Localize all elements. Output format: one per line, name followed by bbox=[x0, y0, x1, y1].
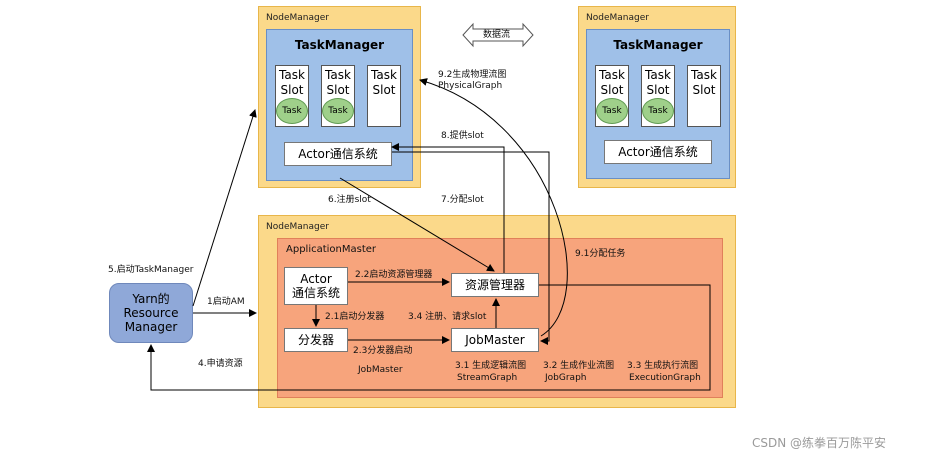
arrow-apply-resources bbox=[147, 284, 711, 391]
slot-label: Task bbox=[691, 68, 717, 82]
actor-comm-box-left: Actor通信系统 bbox=[284, 142, 392, 166]
node-manager-label: NodeManager bbox=[266, 13, 329, 23]
step-3-3-label: 3.3 生成执行流图 bbox=[627, 361, 699, 371]
step-2-3b-label: JobMaster bbox=[358, 365, 403, 375]
step-9-1-label: 9.1分配任务 bbox=[575, 249, 626, 259]
arrow-register-slot bbox=[339, 177, 495, 272]
actor-comm-box-am: Actor 通信系统 bbox=[284, 267, 348, 305]
actor-comm-box-right: Actor通信系统 bbox=[604, 140, 712, 164]
yarn-line: Manager bbox=[124, 320, 178, 334]
arrow-start-taskmanager bbox=[192, 109, 257, 307]
slot-label: Slot bbox=[372, 83, 396, 97]
watermark: CSDN @练拳百万陈平安 bbox=[752, 436, 887, 450]
step-3-3b-label: ExecutionGraph bbox=[629, 373, 701, 383]
node-manager-top-left: NodeManager TaskManager Task Slot Task T… bbox=[258, 6, 421, 188]
yarn-resource-manager: Yarn的 Resource Manager bbox=[109, 283, 193, 343]
yarn-line: Resource bbox=[123, 306, 179, 320]
task-manager-left: TaskManager Task Slot Task Task Slot Tas… bbox=[266, 29, 413, 181]
slot-label: Slot bbox=[326, 83, 350, 97]
task-slot-2: Task Slot Task bbox=[641, 65, 675, 127]
step-2-3-label: 2.3分发器启动 bbox=[353, 346, 413, 356]
node-manager-top-right: NodeManager TaskManager Task Slot Task T… bbox=[578, 6, 736, 188]
node-manager-label: NodeManager bbox=[266, 222, 329, 232]
step-3-2b-label: JobGraph bbox=[545, 373, 587, 383]
step-3-4-label: 3.4 注册、请求slot bbox=[408, 312, 487, 322]
arrow-allocate-slot bbox=[391, 143, 505, 273]
step-6-label: 6.注册slot bbox=[328, 195, 371, 205]
step-9-2-label: 9.2生成物理流图 bbox=[438, 70, 507, 80]
task-slot-3: Task Slot bbox=[687, 65, 721, 127]
slot-label: Task bbox=[599, 68, 625, 82]
task-manager-title: TaskManager bbox=[294, 38, 385, 52]
yarn-line: Yarn的 bbox=[132, 292, 170, 306]
step-3-1b-label: StreamGraph bbox=[457, 373, 518, 383]
data-flow-arrow bbox=[462, 22, 534, 48]
task-node: Task bbox=[642, 98, 674, 124]
slot-label: Slot bbox=[280, 83, 304, 97]
step-3-1-label: 3.1 生成逻辑流图 bbox=[455, 361, 527, 371]
task-slot-1: Task Slot Task bbox=[275, 65, 309, 127]
application-master-label: ApplicationMaster bbox=[286, 244, 377, 255]
step-5-label: 5.启动TaskManager bbox=[108, 265, 194, 275]
task-slot-1: Task Slot Task bbox=[595, 65, 629, 127]
task-slot-2: Task Slot Task bbox=[321, 65, 355, 127]
slot-label: Task bbox=[325, 68, 351, 82]
application-master: ApplicationMaster bbox=[277, 238, 723, 398]
slot-label: Slot bbox=[692, 83, 716, 97]
task-manager-title: TaskManager bbox=[613, 38, 703, 52]
dispatcher-box: 分发器 bbox=[284, 328, 348, 352]
task-manager-right: TaskManager Task Slot Task Task Slot Tas… bbox=[586, 29, 730, 179]
slot-label: Task bbox=[645, 68, 671, 82]
step-2-1-label: 2.1启动分发器 bbox=[325, 312, 385, 322]
actor-comm-line: 通信系统 bbox=[291, 286, 340, 300]
slot-label: Task bbox=[279, 68, 305, 82]
slot-label: Task bbox=[371, 68, 397, 82]
step-1-label: 1启动AM bbox=[207, 297, 245, 307]
step-8-label: 8.提供slot bbox=[441, 131, 484, 141]
task-node: Task bbox=[322, 98, 354, 124]
step-9-2b-label: PhysicalGraph bbox=[438, 81, 503, 91]
task-node: Task bbox=[596, 98, 628, 124]
task-slot-3: Task Slot bbox=[367, 65, 401, 127]
step-4-label: 4.申请资源 bbox=[198, 359, 243, 369]
actor-comm-line: Actor bbox=[300, 272, 332, 286]
arrow-assign-tasks bbox=[419, 78, 568, 337]
slot-label: Slot bbox=[646, 83, 670, 97]
data-flow-label: 数据流 bbox=[483, 30, 511, 40]
job-master-box: JobMaster bbox=[451, 328, 539, 352]
step-3-2-label: 3.2 生成作业流图 bbox=[543, 361, 615, 371]
resource-manager-box: 资源管理器 bbox=[451, 273, 539, 297]
step-2-2-label: 2.2启动资源管理器 bbox=[355, 270, 433, 280]
slot-label: Slot bbox=[600, 83, 624, 97]
node-manager-label: NodeManager bbox=[586, 13, 649, 23]
arrow-provide-slot bbox=[392, 151, 550, 345]
step-7-label: 7.分配slot bbox=[441, 195, 484, 205]
task-node: Task bbox=[276, 98, 308, 124]
node-manager-bottom: NodeManager ApplicationMaster bbox=[258, 215, 736, 408]
